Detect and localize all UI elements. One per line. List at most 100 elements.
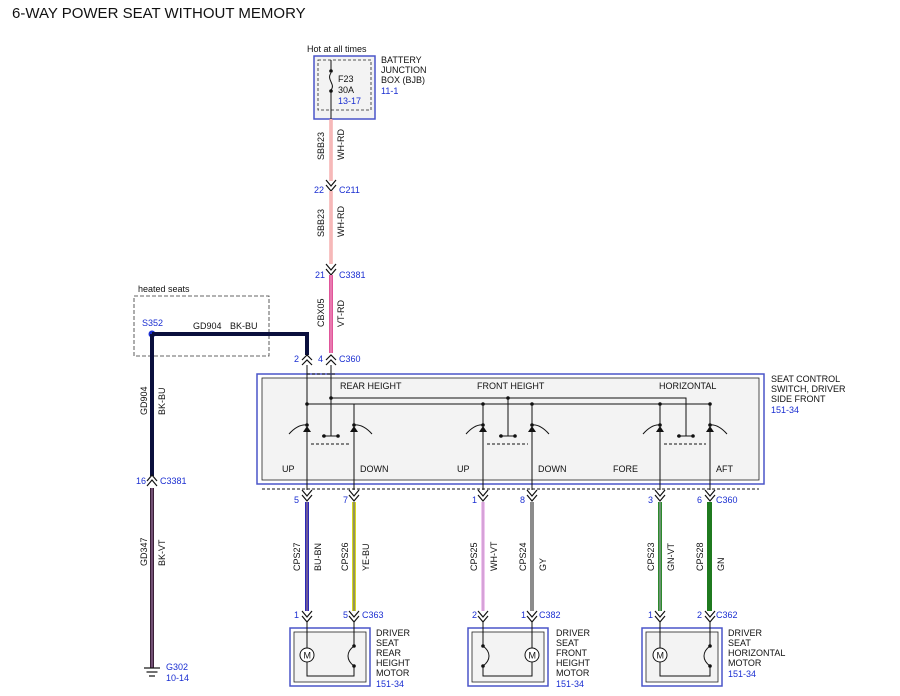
c360-top-pin2-symbol — [301, 354, 313, 361]
wire-sbb23-upper-color: WH-RD — [336, 129, 346, 160]
horizontal-motor-symbol-m: M — [657, 651, 665, 661]
c3381-left-connector-symbol-lower — [146, 479, 158, 487]
heated-seats-label: heated seats — [138, 284, 190, 294]
fuse-rating: 30A — [338, 85, 354, 95]
position-front-down: DOWN — [538, 464, 567, 474]
rear-motor-line-3: REAR — [376, 648, 402, 658]
bjb-name-line-1: BATTERY — [381, 55, 422, 65]
wire-gd347-color: BK-VT — [157, 539, 167, 566]
wire-gd904-v-circuit: GD904 — [139, 386, 149, 415]
c360-bottom-pin-1: 1 — [472, 495, 477, 505]
c362-pin-a: 1 — [648, 610, 653, 620]
ground-ref-link[interactable]: 10-14 — [166, 673, 189, 683]
wire-sbb23-lower-color: WH-RD — [336, 206, 346, 237]
c360-top-pin-b: 4 — [318, 354, 323, 364]
bjb-name-line-3: BOX (BJB) — [381, 75, 425, 85]
seat-switch-inner-box — [261, 377, 760, 481]
c3381-top-connector-symbol — [325, 263, 337, 271]
wire-cbx05-circuit: CBX05 — [316, 298, 326, 327]
wire-cps23-color: GN-VT — [666, 543, 676, 572]
section-rear-height: REAR HEIGHT — [340, 381, 402, 391]
wire-sbb23-upper-circuit: SBB23 — [316, 132, 326, 160]
front-height-motor — [467, 622, 549, 687]
page-title: 6-WAY POWER SEAT WITHOUT MEMORY — [12, 5, 306, 22]
c360-bottom-pin-8: 8 — [520, 495, 525, 505]
switch-contact-dots — [305, 396, 712, 438]
wire-gd347-circuit: GD347 — [139, 537, 149, 566]
horizontal-motor — [641, 622, 723, 687]
wire-cps27-color: BU-BN — [313, 543, 323, 571]
fuse-dot-top — [329, 69, 333, 73]
hot-at-all-times-label: Hot at all times — [307, 44, 367, 54]
bjb-name-line-2: JUNCTION — [381, 65, 427, 75]
c363-pin-a: 1 — [294, 610, 299, 620]
position-fore: FORE — [613, 464, 638, 474]
c360-bottom-link[interactable]: C360 — [716, 495, 738, 505]
horizontal-motor-line-3: HORIZONTAL — [728, 648, 785, 658]
wire-cps28 — [707, 502, 712, 611]
wire-cps28-color: GN — [716, 558, 726, 572]
wire-cps27-circuit: CPS27 — [292, 542, 302, 571]
rear-motor-line-1: DRIVER — [376, 628, 411, 638]
fuse-name: F23 — [338, 74, 354, 84]
front-motor-line-2: SEAT — [556, 638, 579, 648]
wire-cps24-color: GY — [538, 558, 548, 571]
c363-pin-b: 5 — [343, 610, 348, 620]
c382-link[interactable]: C382 — [539, 610, 561, 620]
rear-motor-ref-link[interactable]: 151-34 — [376, 679, 404, 689]
front-motor-line-3: FRONT — [556, 648, 587, 658]
ground-g302-link[interactable]: G302 — [166, 662, 188, 672]
switch-name-line-2: SWITCH, DRIVER — [771, 384, 846, 394]
wire-gd904-horizontal — [152, 332, 309, 355]
switch-name-line-3: SIDE FRONT — [771, 394, 826, 404]
c211-pin: 22 — [314, 185, 324, 195]
horizontal-motor-line-4: MOTOR — [728, 658, 762, 668]
c382-pin-a: 2 — [472, 610, 477, 620]
wire-gd904-v-color: BK-BU — [157, 387, 167, 415]
position-front-up: UP — [457, 464, 470, 474]
bjb-inner-box — [317, 59, 372, 111]
section-horizontal: HORIZONTAL — [659, 381, 716, 391]
rear-motor-symbol-m: M — [304, 651, 312, 661]
c3381-left-link[interactable]: C3381 — [160, 476, 187, 486]
c360-top-pin4-symbol-lower — [325, 359, 337, 366]
c360-top-pin-a: 2 — [294, 354, 299, 364]
c360-top-link[interactable]: C360 — [339, 354, 361, 364]
c3381-left-pin: 16 — [136, 476, 146, 486]
wire-cbx05-color: VT-RD — [336, 299, 346, 327]
switch-arrowheads — [303, 426, 714, 432]
position-rear-down: DOWN — [360, 464, 389, 474]
front-motor-line-4: HEIGHT — [556, 658, 591, 668]
rear-height-motor — [289, 622, 371, 687]
wire-cps25-circuit: CPS25 — [469, 542, 479, 571]
heated-seats-box — [133, 295, 270, 357]
front-motor-ref-link[interactable]: 151-34 — [556, 679, 584, 689]
c211-link[interactable]: C211 — [339, 185, 360, 195]
wire-cps26-circuit: CPS26 — [340, 542, 350, 571]
front-motor-line-5: MOTOR — [556, 668, 590, 678]
position-aft: AFT — [716, 464, 734, 474]
c362-pin-b: 2 — [697, 610, 702, 620]
rear-motor-line-2: SEAT — [376, 638, 399, 648]
horizontal-motor-line-2: SEAT — [728, 638, 751, 648]
fuse-ref-link[interactable]: 13-17 — [338, 96, 361, 106]
c362-link[interactable]: C362 — [716, 610, 738, 620]
c382-pin-b: 1 — [521, 610, 526, 620]
c3381-top-pin: 21 — [315, 270, 325, 280]
c360-bottom-pin-5: 5 — [294, 495, 299, 505]
wire-gd904-h-color: BK-BU — [230, 321, 258, 331]
fuse-f23-symbol — [329, 72, 333, 91]
horizontal-motor-line-1: DRIVER — [728, 628, 763, 638]
c3381-top-link[interactable]: C3381 — [339, 270, 366, 280]
section-front-height: FRONT HEIGHT — [477, 381, 545, 391]
wire-sbb23-lower-circuit: SBB23 — [316, 209, 326, 237]
c363-link[interactable]: C363 — [362, 610, 384, 620]
c360-bottom-connector-symbols — [301, 489, 716, 502]
splice-s352-link[interactable]: S352 — [142, 318, 163, 328]
wire-cps26-color: YE-BU — [361, 543, 371, 571]
horizontal-motor-ref-link[interactable]: 151-34 — [728, 669, 756, 679]
switch-ref-link[interactable]: 151-34 — [771, 405, 799, 415]
bjb-ref-link[interactable]: 11-1 — [381, 86, 398, 96]
bjb-box — [313, 55, 376, 120]
